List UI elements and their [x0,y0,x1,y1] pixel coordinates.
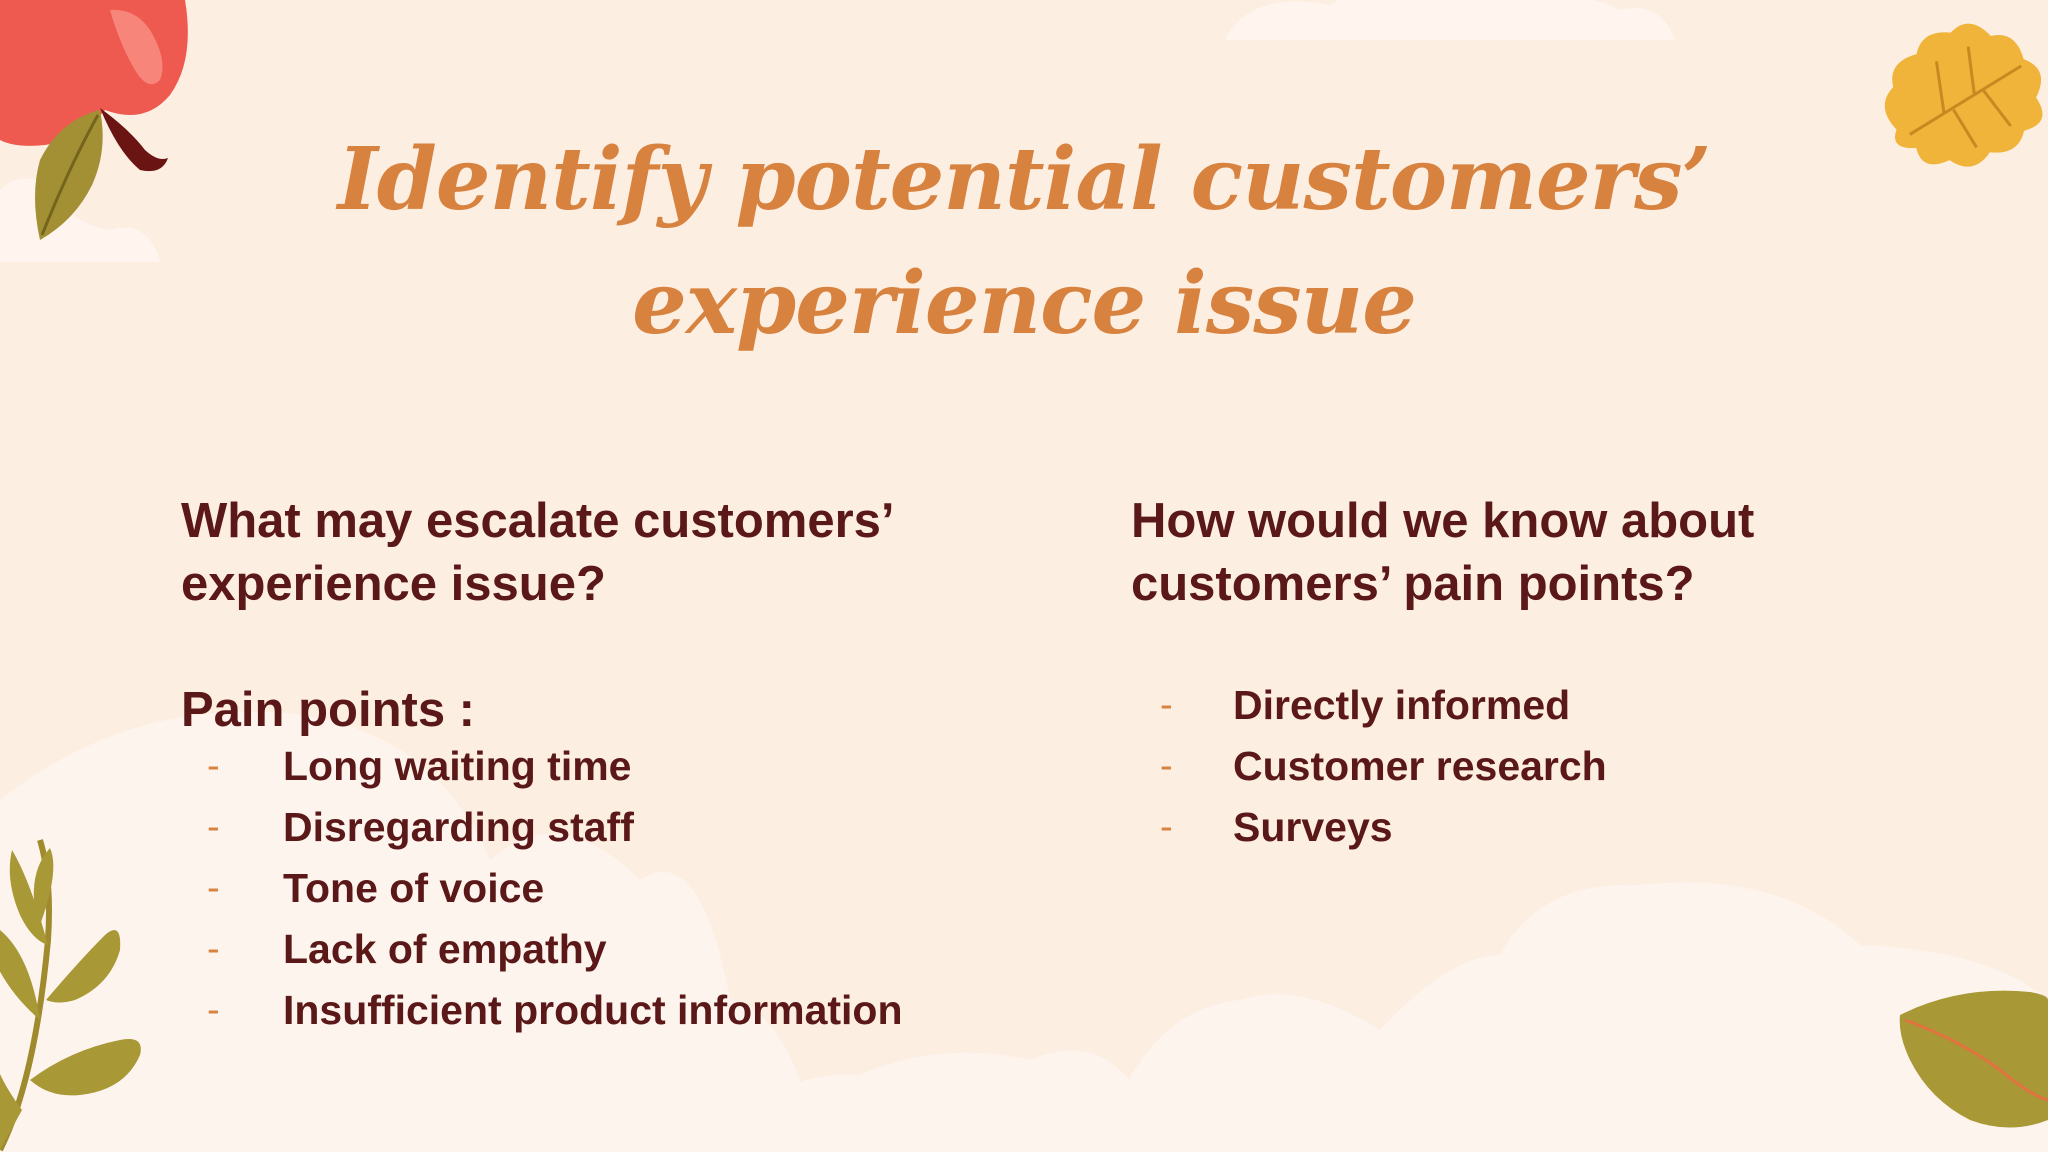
list-item-text: Tone of voice [283,865,545,911]
list-item: - Disregarding staff [181,797,903,858]
left-question-line-2: experience issue? [181,557,606,611]
list-item: - Long waiting time [181,736,903,797]
list-item-text: Customer research [1233,743,1607,789]
right-question-line-1: How would we know about [1131,494,1755,548]
right-question-line-2: customers’ pain points? [1131,557,1695,611]
list-item: - Surveys [1131,797,1607,858]
leaf-icon [1899,990,2048,1128]
list-item-text: Disregarding staff [283,804,634,850]
list-item-text: Directly informed [1233,682,1571,728]
pain-points-heading: Pain points : [181,683,475,737]
pain-points-list: - Long waiting time - Disregarding staff -… [181,736,903,1041]
bullet-dash: - [207,928,220,970]
left-question-line-1: What may escalate customers’ [181,494,895,548]
slide-title: Identify potential customers’ experience… [0,118,2048,366]
left-question: What may escalate customers’ experience … [181,490,1041,616]
bullet-dash: - [207,989,220,1031]
list-item-text: Insufficient product information [283,987,903,1033]
branch-leaves-icon [0,839,141,1152]
bullet-dash: - [1160,745,1173,787]
list-item-text: Lack of empathy [283,926,607,972]
list-item-text: Surveys [1233,804,1393,850]
list-item: - Customer research [1131,736,1607,797]
bullet-dash: - [207,745,220,787]
right-column: How would we know about customers’ pain … [1131,490,1991,850]
bullet-dash: - [207,867,220,909]
slide-title-line-2: experience issue [632,253,1417,354]
oak-leaf-icon [1884,23,2043,167]
left-column: What may escalate customers’ experience … [181,490,1041,1033]
slide-title-line-1: Identify potential customers’ [337,129,1712,230]
list-item: - Tone of voice [181,858,903,919]
bullet-dash: - [1160,806,1173,848]
list-item: - Lack of empathy [181,919,903,980]
apple-icon [0,0,188,240]
right-question: How would we know about customers’ pain … [1131,490,1991,616]
list-item-text: Long waiting time [283,743,632,789]
bullet-dash: - [207,806,220,848]
list-item: - Directly informed [1131,675,1607,736]
detection-methods-list: - Directly informed - Customer research - S… [1131,675,1607,858]
list-item: - Insufficient product information [181,980,903,1041]
bullet-dash: - [1160,684,1173,726]
